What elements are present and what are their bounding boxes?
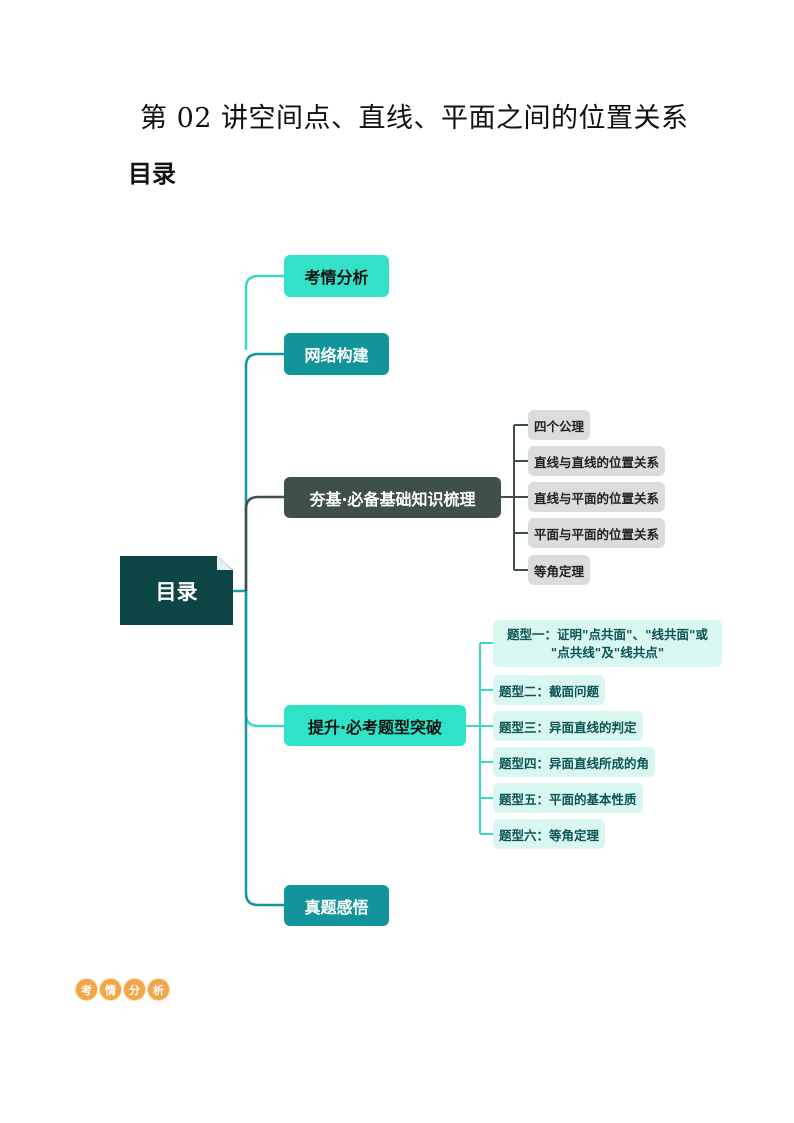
type-item[interactable]: 题型五：平面的基本性质: [493, 783, 643, 813]
branch-real-exam[interactable]: 真题感悟: [284, 885, 389, 926]
type-item[interactable]: 题型二：截面问题: [493, 675, 606, 705]
badge-char: 情: [99, 978, 122, 1001]
basics-item[interactable]: 直线与平面的位置关系: [528, 482, 666, 512]
type-item[interactable]: 题型三：异面直线的判定: [493, 711, 643, 741]
badge-char: 分: [123, 978, 146, 1001]
badge-char: 考: [75, 978, 98, 1001]
mindmap-root: 目录: [120, 556, 233, 625]
toc-heading: 目录: [128, 160, 176, 188]
type-item-1-line1: 题型一：证明"点共面"、"线共面"或: [506, 626, 709, 642]
basics-item[interactable]: 等角定理: [528, 555, 591, 585]
badge-char: 析: [147, 978, 170, 1001]
basics-item[interactable]: 四个公理: [528, 410, 591, 440]
branch-network[interactable]: 网络构建: [284, 333, 389, 375]
document-title: 第 02 讲空间点、直线、平面之间的位置关系: [140, 103, 689, 134]
branch-basics[interactable]: 夯基·必备基础知识梳理: [284, 477, 501, 518]
type-item-1[interactable]: 题型一：证明"点共面"、"线共面"或 "点共线"及"线共点": [493, 620, 722, 667]
type-item[interactable]: 题型六：等角定理: [493, 819, 606, 849]
branch-exam-analysis[interactable]: 考情分析: [284, 255, 389, 297]
branch-question-types[interactable]: 提升·必考题型突破: [284, 705, 466, 746]
type-item[interactable]: 题型四：异面直线所成的角: [493, 747, 656, 777]
basics-item[interactable]: 直线与直线的位置关系: [528, 446, 666, 476]
type-item-1-line2: "点共线"及"线共点": [550, 644, 665, 660]
section-badge-exam-analysis: 考 情 分 析: [75, 978, 170, 1001]
basics-item[interactable]: 平面与平面的位置关系: [528, 518, 666, 548]
